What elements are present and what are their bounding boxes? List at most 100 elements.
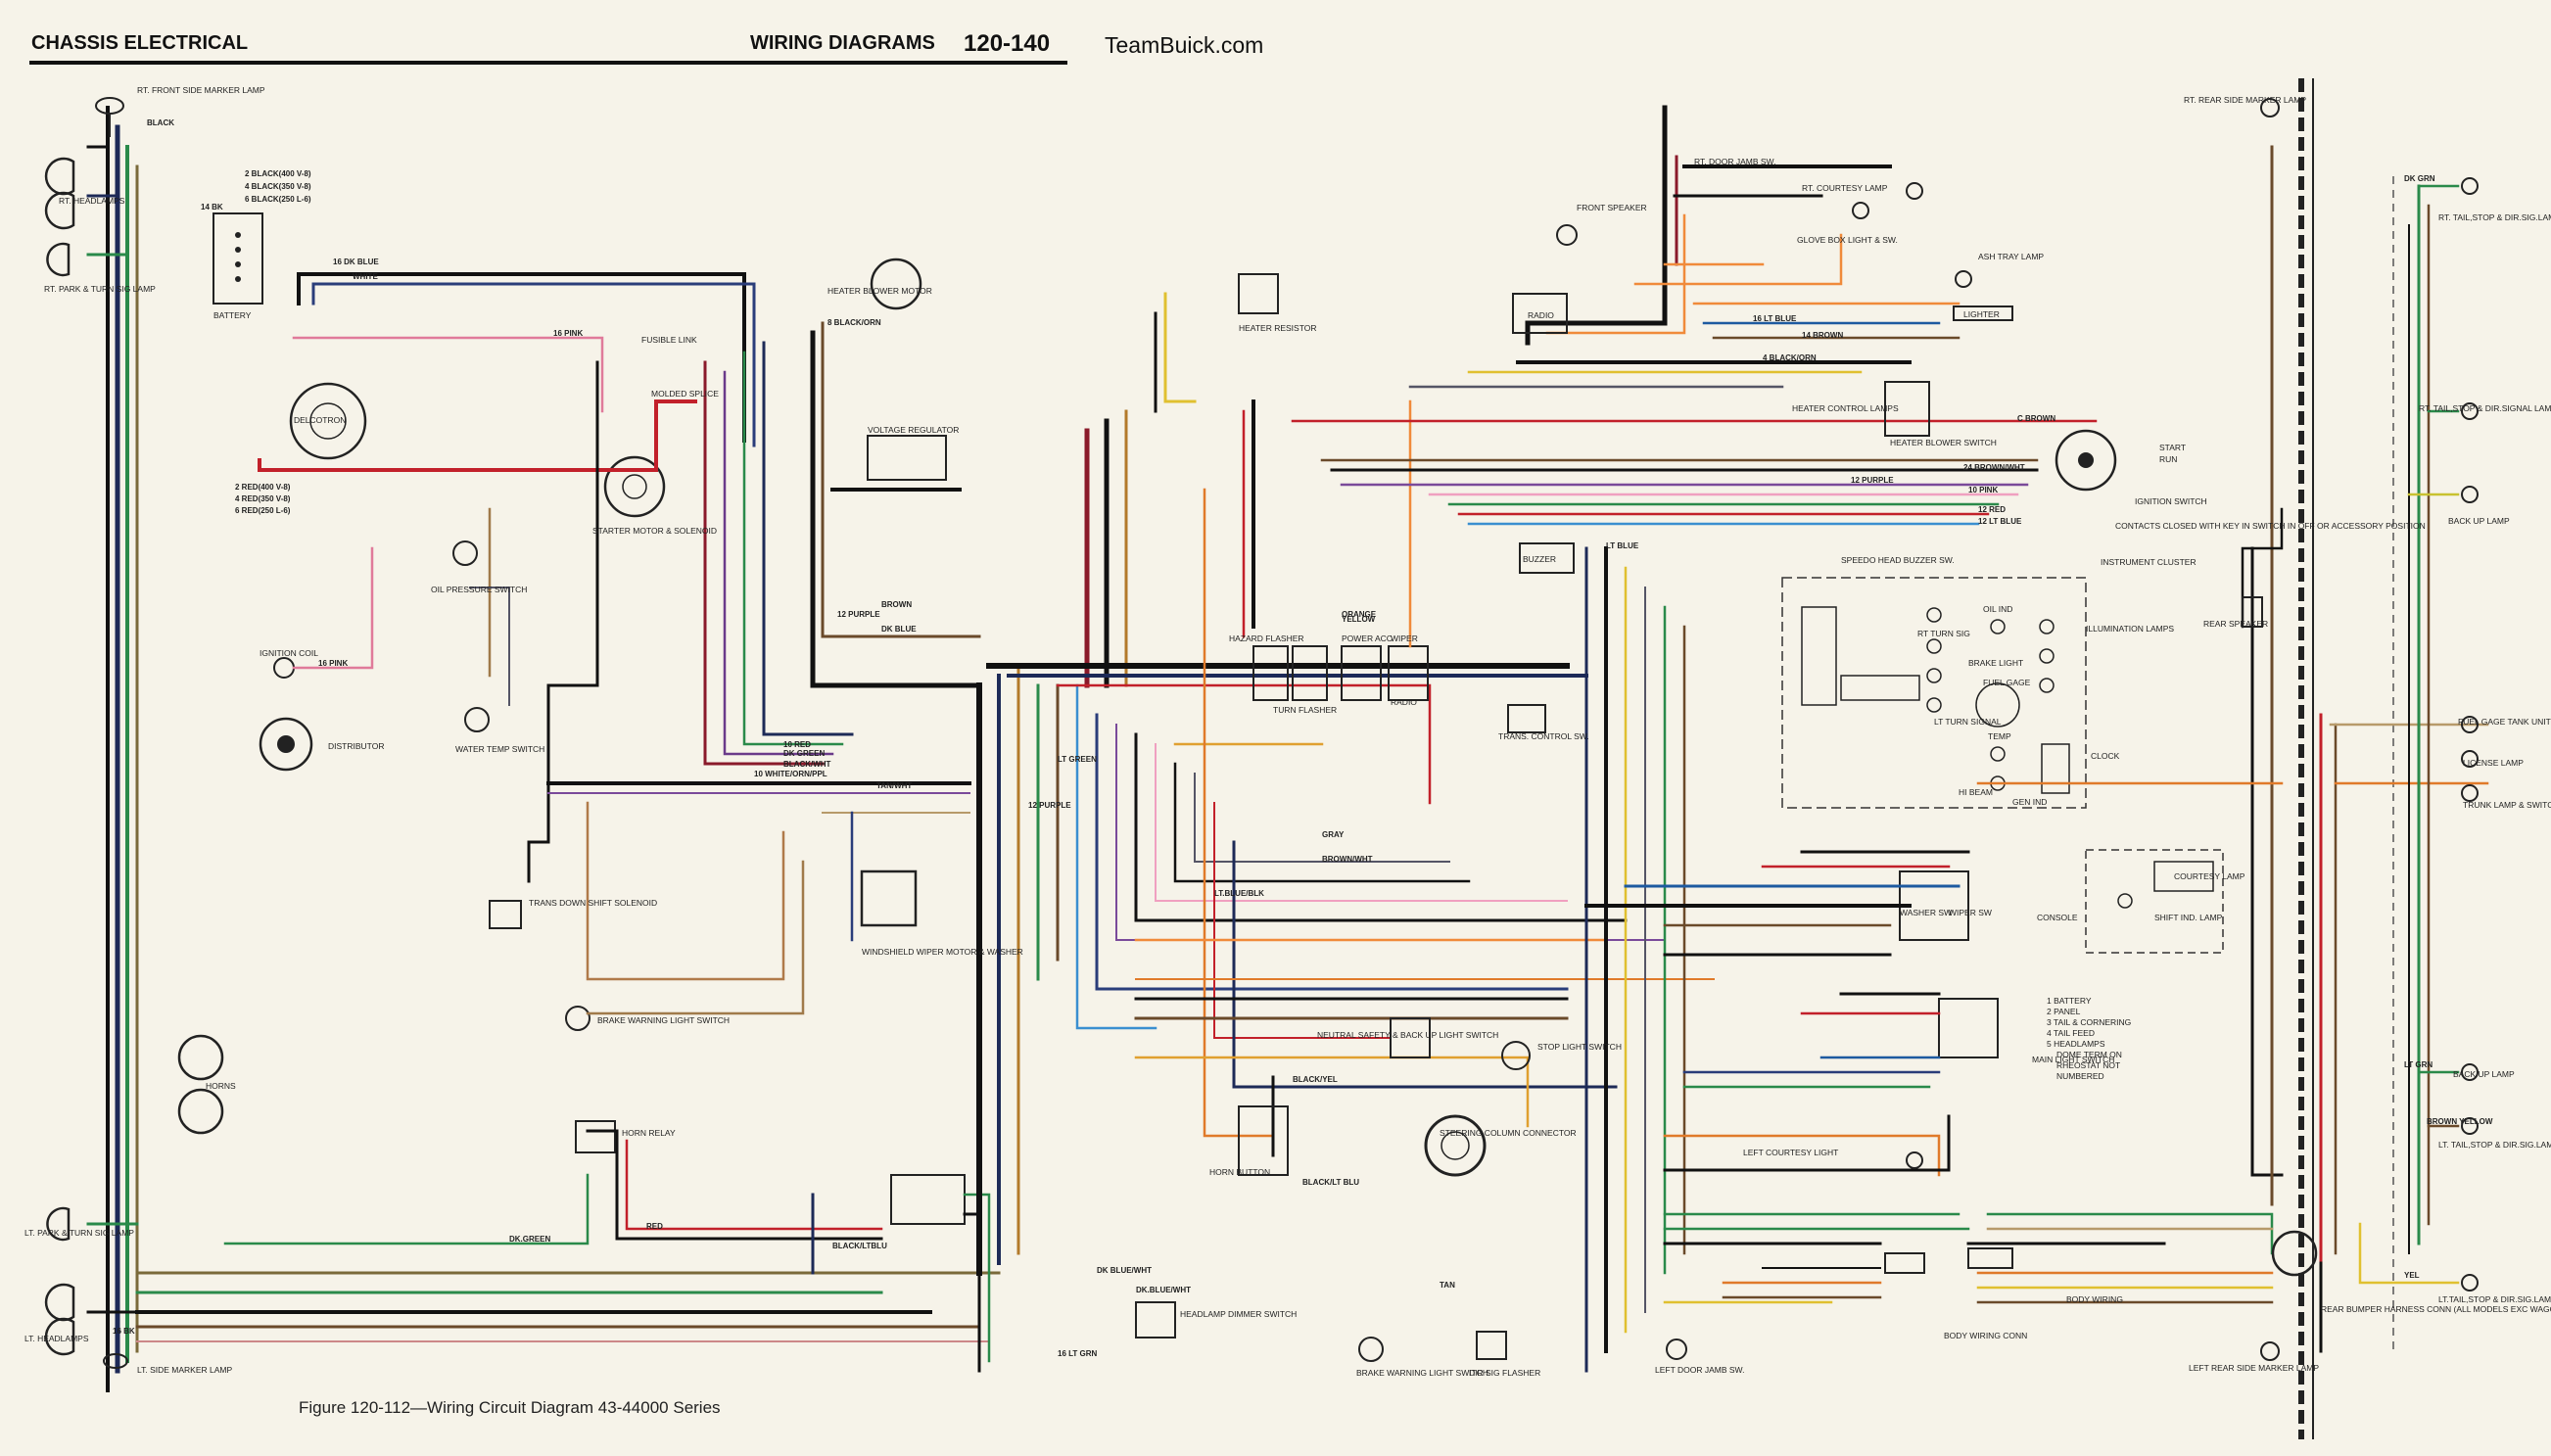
label-rear-speaker: REAR SPEAKER [2203, 619, 2268, 629]
svg-text:RHEOSTAT NOT: RHEOSTAT NOT [2056, 1060, 2120, 1070]
svg-text:LT GREEN: LT GREEN [1058, 755, 1097, 764]
power-acc-block [1341, 645, 1382, 701]
svg-text:10 PINK: 10 PINK [1968, 486, 1998, 494]
label-lighter: LIGHTER [1963, 309, 2000, 319]
svg-text:DK BLUE/WHT: DK BLUE/WHT [1097, 1266, 1152, 1275]
label-rear-bumper: REAR BUMPER HARNESS CONN (ALL MODELS EXC… [2321, 1304, 2551, 1314]
label-neutral-safety: NEUTRAL SAFETY & BACK UP LIGHT SWITCH [1317, 1030, 1498, 1040]
label-console: CONSOLE [2037, 913, 2078, 922]
header-rule [29, 61, 1067, 65]
label-heater-resistor: HEATER RESISTOR [1239, 323, 1317, 333]
svg-text:4 TAIL FEED: 4 TAIL FEED [2047, 1028, 2095, 1038]
site-link[interactable]: TeamBuick.com [1105, 32, 1264, 58]
label-oil-pressure: OIL PRESSURE SWITCH [431, 585, 527, 594]
lt-tail-stop-lamp-2 [2461, 1274, 2479, 1292]
neutral-safety-switch [1390, 1017, 1431, 1058]
label-hazard-flasher: HAZARD FLASHER [1229, 634, 1304, 643]
label-temp: TEMP [1988, 731, 2011, 741]
trunk-lamp [2461, 784, 2479, 802]
svg-text:1 BATTERY: 1 BATTERY [2047, 996, 2092, 1006]
label-brake-warning: BRAKE WARNING LIGHT SWITCH [597, 1015, 730, 1025]
svg-text:4 BLACK(350 V-8): 4 BLACK(350 V-8) [245, 182, 311, 191]
label-lt-park-turn: LT. PARK & TURN SIG LAMP [24, 1228, 134, 1238]
headlamp-dimmer-switch [1135, 1301, 1176, 1339]
label-license-lamp: LICENSE LAMP [2463, 758, 2524, 768]
label-rt-door-jamb: RT. DOOR JAMB SW. [1694, 157, 1775, 166]
svg-text:4 BLACK/ORN: 4 BLACK/ORN [1763, 353, 1817, 362]
label-headlamp-dimmer: HEADLAMP DIMMER SWITCH [1180, 1309, 1297, 1319]
turn-flasher [1292, 645, 1328, 701]
ignition-coil [273, 657, 295, 679]
svg-text:DK GREEN: DK GREEN [783, 749, 825, 758]
svg-text:24 BROWN/WHT: 24 BROWN/WHT [1963, 463, 2025, 472]
label-speedo-buzzer: SPEEDO HEAD BUZZER SW. [1841, 555, 1955, 565]
heater-blower-switch [1884, 381, 1930, 437]
battery [213, 212, 263, 305]
lt-tail-stop-lamp [2461, 1117, 2479, 1135]
label-front-speaker: FRONT SPEAKER [1577, 203, 1647, 212]
label-fusible-link: FUSIBLE LINK [641, 335, 697, 345]
label-hi-beam: HI BEAM [1959, 787, 1993, 797]
svg-text:NUMBERED: NUMBERED [2056, 1071, 2104, 1081]
svg-text:2 PANEL: 2 PANEL [2047, 1007, 2081, 1016]
svg-text:16 PINK: 16 PINK [318, 659, 348, 668]
back-up-lamp-lt [2461, 1063, 2479, 1081]
svg-text:LT.BLUE/BLK: LT.BLUE/BLK [1214, 889, 1264, 898]
label-rt-courtesy: RT. COURTESY LAMP [1802, 183, 1888, 193]
label-trunk-lamp: TRUNK LAMP & SWITCH [2463, 800, 2551, 810]
label-horn-relay: HORN RELAY [622, 1128, 676, 1138]
label-lt-side-marker: LT. SIDE MARKER LAMP [137, 1365, 232, 1375]
main-light-legend: 1 BATTERY 2 PANEL 3 TAIL & CORNERING 4 T… [2047, 996, 2131, 1081]
dir-sig-flasher [1476, 1331, 1507, 1360]
svg-text:BROWN/WHT: BROWN/WHT [1322, 855, 1373, 864]
label-heater-blower: HEATER BLOWER MOTOR [827, 286, 932, 296]
label-horns: HORNS [206, 1081, 236, 1091]
left-door-jamb-switch [1666, 1339, 1687, 1360]
label-clock: CLOCK [2091, 751, 2120, 761]
svg-text:12 PURPLE: 12 PURPLE [1851, 476, 1894, 485]
label-glove-box: GLOVE BOX LIGHT & SW. [1797, 235, 1898, 245]
label-trans-control: TRANS. CONTROL SW. [1498, 731, 1589, 741]
svg-text:RED: RED [646, 1222, 663, 1231]
label-water-temp: WATER TEMP SWITCH [455, 744, 544, 754]
lighter [1953, 305, 2013, 321]
label-radio-unit: RADIO [1528, 310, 1554, 320]
svg-text:12 PURPLE: 12 PURPLE [1028, 801, 1071, 810]
radio-unit [1512, 293, 1568, 334]
label-fuel-tank: FUEL GAGE TANK UNIT [2458, 717, 2551, 727]
label-brake-light: BRAKE LIGHT [1968, 658, 2023, 668]
label-heater-control: HEATER CONTROL LAMPS [1792, 403, 1899, 413]
distributor [259, 717, 313, 772]
figure-caption: Figure 120-112—Wiring Circuit Diagram 43… [299, 1398, 721, 1417]
dash-harness [976, 292, 1715, 1276]
svg-text:10 RED: 10 RED [783, 740, 811, 749]
trans-control-switch [1507, 704, 1546, 733]
rt-tail-stop-lamp-2 [2461, 402, 2479, 420]
svg-text:12 RED: 12 RED [1978, 505, 2006, 514]
label-distributor: DISTRIBUTOR [328, 741, 384, 751]
svg-text:BLACK/LT BLU: BLACK/LT BLU [1302, 1178, 1359, 1187]
svg-text:12 PURPLE: 12 PURPLE [837, 610, 880, 619]
engine-wiring [223, 272, 991, 1373]
svg-text:DOME TERM ON: DOME TERM ON [2056, 1050, 2122, 1059]
lt-side-marker-lamp [103, 1353, 128, 1369]
horn-button [1238, 1105, 1289, 1176]
label-ign-note: CONTACTS CLOSED WITH KEY IN SWITCH IN OF… [2115, 521, 2426, 531]
rt-tail-stop-lamp [2461, 177, 2479, 195]
label-fuel-gage: FUEL GAGE [1983, 678, 2031, 687]
label-lt-door-jamb: LEFT DOOR JAMB SW. [1655, 1365, 1744, 1375]
label-start: START [2159, 443, 2186, 452]
svg-text:2 BLACK(400 V-8): 2 BLACK(400 V-8) [245, 169, 311, 178]
label-shift-ind: SHIFT IND. LAMP [2154, 913, 2223, 922]
label-brake-warning-sw: BRAKE WARNING LIGHT SWITCH [1356, 1368, 1488, 1378]
fuel-tank-unit [2461, 716, 2479, 733]
rt-park-turn-lamp [46, 242, 71, 277]
fuse-block [890, 1174, 966, 1225]
radio-block [1388, 645, 1429, 701]
label-rt-headlamps: RT. HEADLAMPS [59, 196, 125, 206]
lt-headlamps [44, 1283, 75, 1356]
lt-rear-marker-lamp [2260, 1341, 2280, 1361]
svg-text:DK GRN: DK GRN [2404, 174, 2435, 183]
label-wiper-motor: WINDSHIELD WIPER MOTOR & WASHER [862, 947, 1023, 957]
